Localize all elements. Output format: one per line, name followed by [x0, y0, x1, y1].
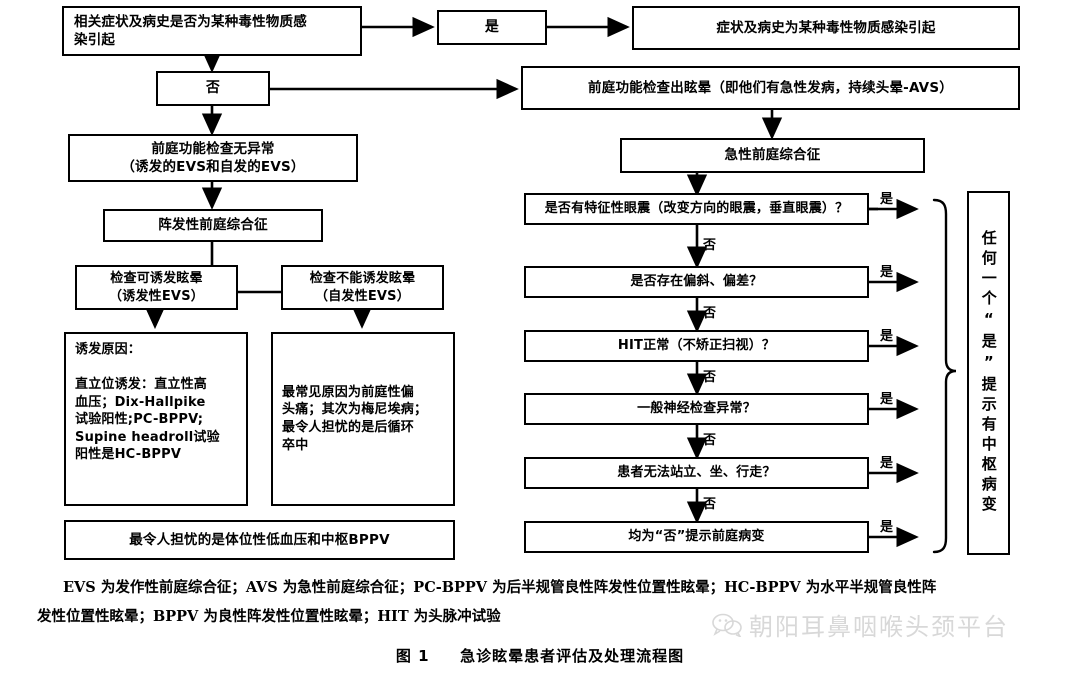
edge-label-yes-hit: 是: [880, 329, 894, 344]
node-vestibular-normal-label: 前庭功能检查无异常 （诱发的EVS和自发的EVS）: [121, 140, 305, 175]
node-spontaneous-causes[interactable]: 最常见原因为前庭性偏 头痛；其次为梅尼埃病； 最令人担忧的是后循环 卒中: [271, 332, 455, 506]
node-most-worrying[interactable]: 最令人担忧的是体位性低血压和中枢BPPV: [64, 520, 455, 560]
node-toxic-question[interactable]: 相关症状及病史是否为某种毒性物质感 染引起: [62, 6, 362, 56]
node-avs-detected-label: 前庭功能检查出眩晕（即他们有急性发病，持续头晕-AVS）: [588, 79, 953, 96]
node-triggerable-evs[interactable]: 检查可诱发眩晕 （诱发性EVS）: [75, 265, 238, 310]
edge-label-no-neuro: 否: [703, 433, 717, 448]
node-avs-syndrome-label: 急性前庭综合征: [724, 147, 821, 164]
node-nontriggerable-evs-label: 检查不能诱发眩晕 （自发性EVS）: [309, 270, 416, 304]
node-vestibular-normal[interactable]: 前庭功能检查无异常 （诱发的EVS和自发的EVS）: [68, 134, 358, 182]
node-question-hit-label: HIT正常（不矫正扫视）？: [617, 338, 776, 354]
edge-label-no-main: 否: [703, 238, 717, 253]
node-all-no-peripheral[interactable]: 均为“否”提示前庭病变: [524, 521, 869, 553]
edge-label-no-gait: 否: [703, 497, 717, 512]
node-question-nystagmus-label: 是否有特征性眼震（改变方向的眼震，垂直眼震）？: [544, 201, 849, 217]
node-toxic-question-label: 相关症状及病史是否为某种毒性物质感 染引起: [74, 13, 307, 48]
figure-caption-title: 急诊眩晕患者评估及处理流程图: [460, 647, 685, 665]
node-most-worrying-label: 最令人担忧的是体位性低血压和中枢BPPV: [129, 531, 390, 548]
edge-label-yes-gait: 是: [880, 456, 894, 471]
node-yes-toxic[interactable]: 是: [437, 10, 547, 45]
footnote-line-1: EVS 为发作性前庭综合征；AVS 为急性前庭综合征；PC-BPPV 为后半规管…: [63, 579, 937, 596]
figure-caption: 图 1 急诊眩晕患者评估及处理流程图: [0, 645, 1080, 666]
node-yes-toxic-label: 是: [484, 19, 500, 36]
edge-label-no-hit: 否: [703, 370, 717, 385]
footnote-line-2: 发性位置性眩晕；BPPV 为良性阵发性位置性眩晕；HIT 为头脉冲试验: [37, 608, 501, 625]
wechat-icon: [712, 613, 742, 637]
wechat-watermark: 朝阳耳鼻咽喉头颈平台: [712, 607, 1009, 642]
figure-caption-number: 图 1: [395, 647, 430, 665]
node-trigger-causes[interactable]: 诱发原因： 直立位诱发：直立性高 血压；Dix-Hallpike 试验阳性;PC…: [64, 332, 248, 506]
node-no-toxic-label: 否: [205, 80, 221, 97]
node-spontaneous-causes-label: 最常见原因为前庭性偏 头痛；其次为梅尼埃病； 最令人担忧的是后循环 卒中: [282, 384, 428, 453]
node-toxic-confirmed[interactable]: 症状及病史为某种毒性物质感染引起: [632, 6, 1020, 50]
node-avs-syndrome[interactable]: 急性前庭综合征: [620, 138, 925, 173]
node-question-gait[interactable]: 患者无法站立、坐、行走？: [524, 457, 869, 489]
edge-label-yes-peripheral: 是: [880, 520, 894, 535]
node-nontriggerable-evs[interactable]: 检查不能诱发眩晕 （自发性EVS）: [281, 265, 444, 310]
edge-label-yes-neuro: 是: [880, 392, 894, 407]
node-avs-detected[interactable]: 前庭功能检查出眩晕（即他们有急性发病，持续头晕-AVS）: [521, 66, 1020, 110]
node-triggerable-evs-label: 检查可诱发眩晕 （诱发性EVS）: [109, 270, 204, 304]
node-question-skew[interactable]: 是否存在偏斜、偏差？: [524, 266, 869, 298]
node-question-skew-label: 是否存在偏斜、偏差？: [630, 274, 763, 290]
edge-label-no-skew: 否: [703, 306, 717, 321]
node-trigger-causes-label: 诱发原因： 直立位诱发：直立性高 血压；Dix-Hallpike 试验阳性;PC…: [75, 342, 220, 463]
node-evs-paroxysmal[interactable]: 阵发性前庭综合征: [103, 209, 323, 242]
node-question-hit[interactable]: HIT正常（不矫正扫视）？: [524, 330, 869, 362]
node-question-nystagmus[interactable]: 是否有特征性眼震（改变方向的眼震，垂直眼震）？: [524, 193, 869, 225]
node-no-toxic[interactable]: 否: [156, 71, 270, 106]
node-central-lesion[interactable]: 任何一个“是”提示有中枢病变: [967, 191, 1010, 555]
node-question-gait-label: 患者无法站立、坐、行走？: [617, 465, 776, 481]
node-all-no-peripheral-label: 均为“否”提示前庭病变: [628, 529, 765, 545]
node-evs-paroxysmal-label: 阵发性前庭综合征: [158, 217, 268, 234]
edge-label-yes-nystagmus: 是: [880, 192, 894, 207]
edge-label-yes-skew: 是: [880, 265, 894, 280]
node-toxic-confirmed-label: 症状及病史为某种毒性物质感染引起: [716, 19, 936, 36]
wechat-watermark-text: 朝阳耳鼻咽喉头颈平台: [749, 613, 1009, 641]
node-question-neuro-label: 一般神经检查异常？: [637, 401, 756, 417]
node-central-lesion-label: 任何一个“是”提示有中枢病变: [979, 230, 998, 516]
node-question-neuro[interactable]: 一般神经检查异常？: [524, 393, 869, 425]
